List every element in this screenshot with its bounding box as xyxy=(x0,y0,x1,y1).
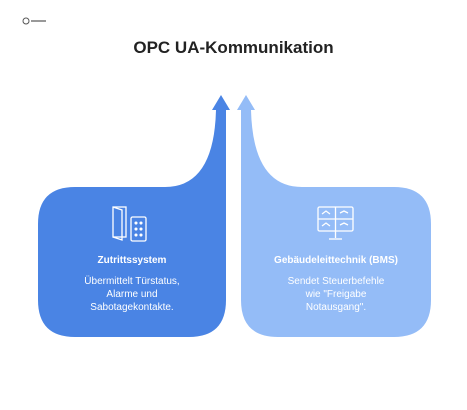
door-keypad-icon xyxy=(112,206,147,242)
right-card: Gebäudeleittechnik (BMS) Sendet Steuerbe… xyxy=(241,255,431,314)
diagram-title: OPC UA-Kommunikation xyxy=(133,38,334,57)
left-desc-line1: Übermittelt Türstatus, xyxy=(84,276,180,287)
left-desc-line2: Alarme und xyxy=(106,289,158,300)
right-desc-line2: wie "Freigabe xyxy=(305,289,367,300)
right-arrow-box xyxy=(237,95,431,337)
monitor-dashboard-icon xyxy=(317,206,354,240)
left-arrow-box xyxy=(38,95,230,337)
left-desc-line3: Sabotagekontakte. xyxy=(90,302,174,313)
left-card: Zutrittssystem Übermittelt Türstatus, Al… xyxy=(38,255,226,314)
logo xyxy=(22,17,46,25)
right-heading: Gebäudeleittechnik (BMS) xyxy=(274,255,398,266)
right-desc-line3: Notausgang". xyxy=(305,302,367,313)
left-heading: Zutrittssystem xyxy=(97,255,167,266)
right-desc-line1: Sendet Steuerbefehle xyxy=(287,276,385,287)
